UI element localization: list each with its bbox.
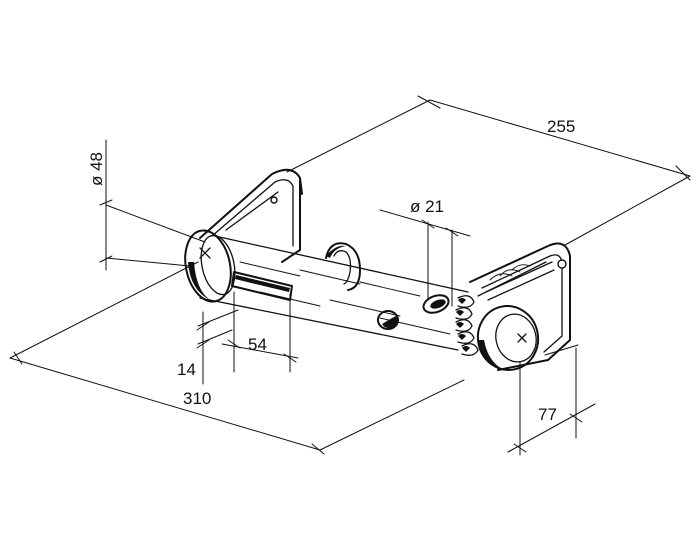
hook (325, 242, 361, 291)
dimension-lines (9, 95, 691, 456)
dimension-label-14: 14 (177, 360, 196, 379)
main-tube (199, 235, 469, 351)
left-bracket (184, 168, 303, 303)
dimension-label-255: 255 (547, 117, 575, 136)
dimension-label-diameter-21: ø 21 (410, 197, 444, 216)
dimension-label-54: 54 (248, 335, 267, 354)
dimension-labels: 255 ø 48 ø 21 54 14 310 77 (87, 117, 575, 424)
dimension-label-310: 310 (183, 389, 211, 408)
dimension-label-77: 77 (538, 405, 557, 424)
dimension-label-diameter-48: ø 48 (87, 152, 106, 186)
right-bracket (455, 242, 571, 371)
